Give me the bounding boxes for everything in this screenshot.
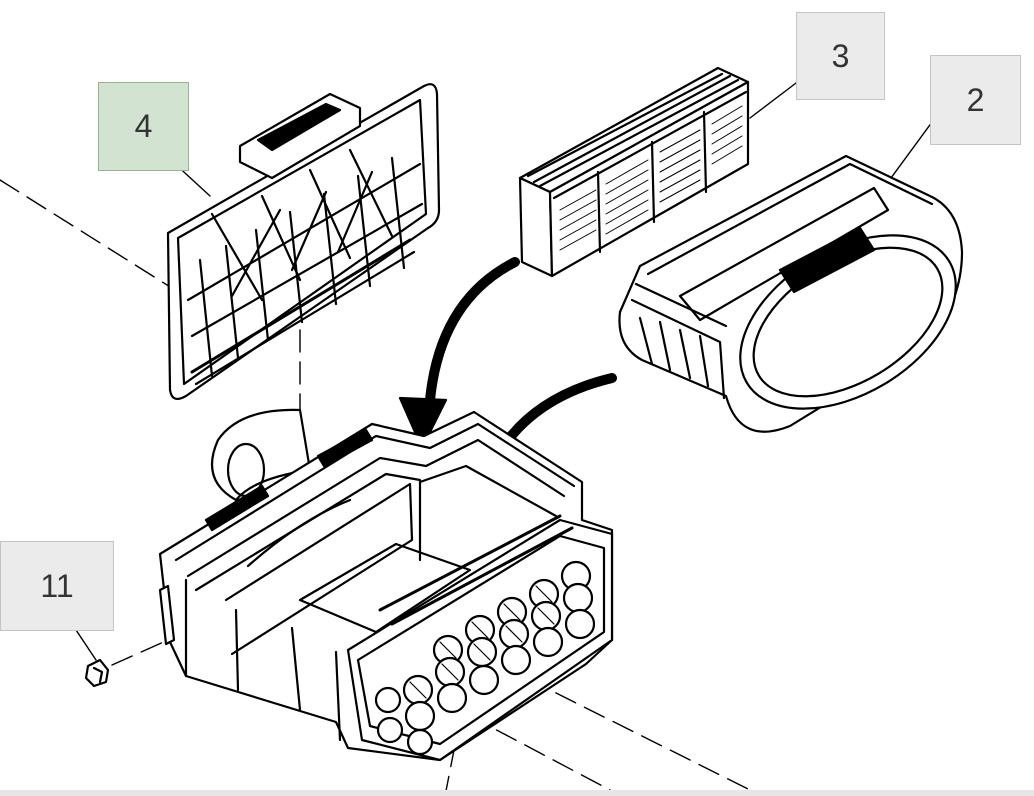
callout-3[interactable]: 3: [796, 12, 885, 100]
callout-2[interactable]: 2: [930, 55, 1021, 145]
callout-11[interactable]: 11: [0, 541, 114, 631]
bottom-divider: [0, 790, 1034, 796]
filter-cover-part[interactable]: [166, 83, 441, 400]
filter-housing-part[interactable]: [158, 408, 614, 762]
secondary-filter-part[interactable]: [518, 66, 750, 278]
primary-filter-part[interactable]: [618, 154, 986, 444]
callout-4[interactable]: 4: [98, 82, 189, 171]
plug-part[interactable]: [84, 658, 110, 688]
